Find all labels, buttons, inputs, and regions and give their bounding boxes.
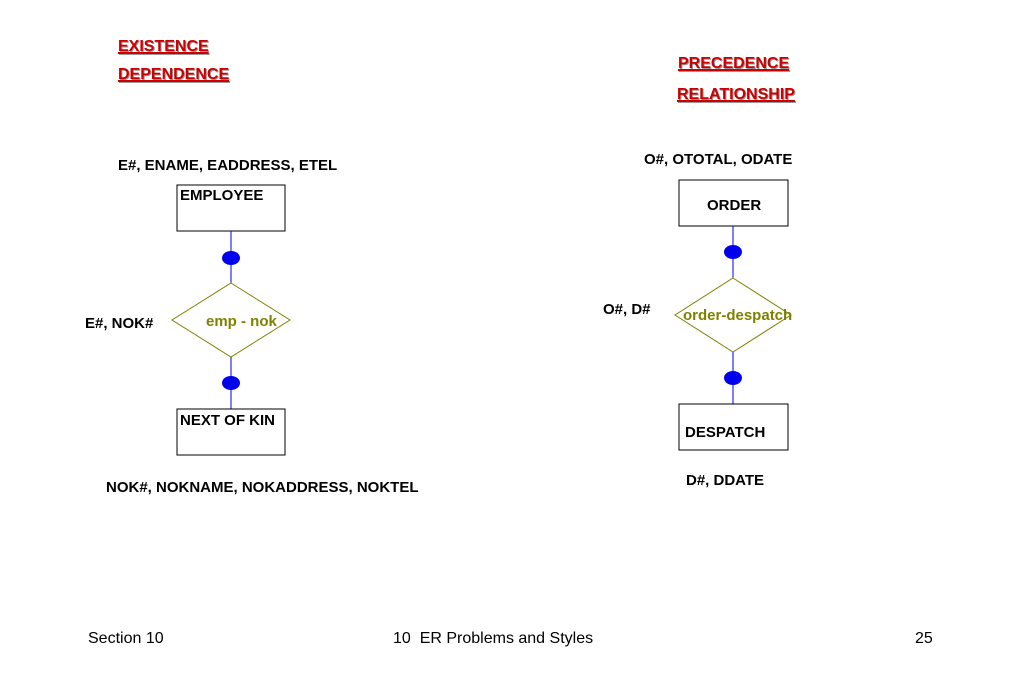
despatch-participation-dot — [724, 371, 742, 385]
employee-entity-label: EMPLOYEE — [180, 187, 264, 204]
order-despatch-relationship-attributes: O#, D# — [603, 301, 651, 318]
order-attributes: O#, OTOTAL, ODATE — [644, 151, 793, 168]
emp-nok-relationship-label: emp - nok — [206, 313, 277, 330]
footer-page-number: 25 — [915, 630, 933, 647]
existence-heading-line2: DEPENDENCE — [118, 66, 230, 83]
next-of-kin-attributes: NOK#, NOKNAME, NOKADDRESS, NOKTEL — [106, 479, 419, 496]
footer-title: 10 ER Problems and Styles — [393, 630, 594, 647]
despatch-entity-label: DESPATCH — [685, 424, 766, 441]
next-of-kin-entity-box — [176, 408, 286, 456]
employee-participation-dot — [222, 251, 240, 265]
next-of-kin-entity-label: NEXT OF KIN — [180, 412, 276, 429]
existence-heading-line1: EXISTENCE — [118, 38, 209, 55]
despatch-entity-box — [678, 403, 789, 451]
order-participation-dot — [724, 245, 742, 259]
footer-section: Section 10 — [88, 630, 164, 647]
despatch-attributes: D#, DDATE — [686, 472, 765, 489]
precedence-heading-line2: RELATIONSHIP — [677, 86, 795, 103]
employee-entity-box — [176, 184, 286, 232]
order-entity-label: ORDER — [707, 197, 762, 214]
nok-participation-dot — [222, 376, 240, 390]
employee-attributes: E#, ENAME, EADDRESS, ETEL — [118, 157, 338, 174]
order-despatch-relationship-label: order-despatch — [683, 307, 793, 324]
precedence-heading-line1: PRECEDENCE — [678, 55, 790, 72]
emp-nok-relationship-attributes: E#, NOK# — [85, 315, 154, 332]
